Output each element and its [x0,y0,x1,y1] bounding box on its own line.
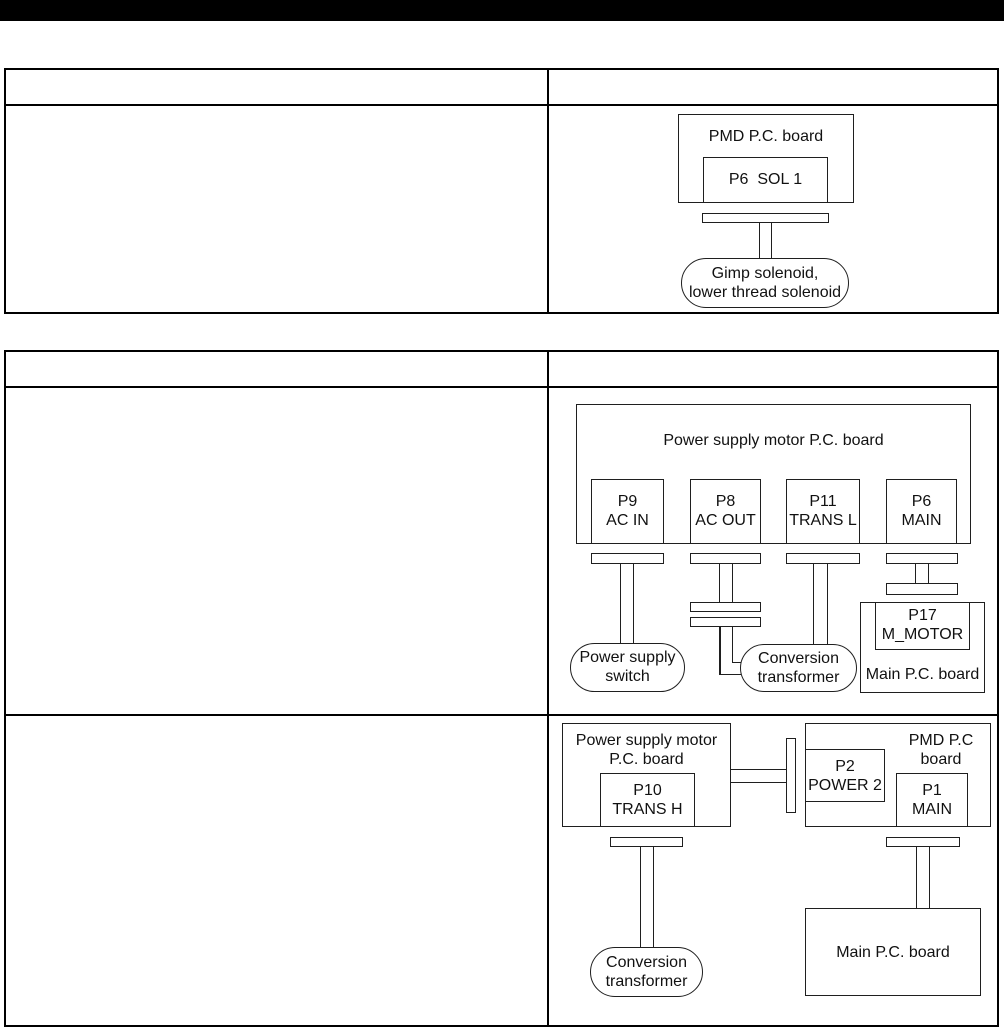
connector-p11-label: P11 TRANS L [789,493,857,529]
pmd-board-label: PMD P.C. board [708,128,824,145]
transformer-node [740,644,857,692]
connector-bar [886,553,958,564]
section2-header-divider [4,386,999,388]
connector-bar [610,837,683,847]
pmd-board-label: PMD P.C board [908,732,974,768]
connector-bar [591,553,664,564]
cable-line [915,563,929,584]
connector-bar [690,553,761,564]
connector-p10-box [600,773,695,827]
connector-p6-label: P6 MAIN [901,493,942,529]
section1-table [4,68,999,314]
section1-column-divider [547,68,549,314]
section1-header-divider [4,104,999,106]
connector-p17-box [875,602,970,650]
inline-connector-bar [690,602,761,612]
main-board-label: Main P.C. board [865,666,980,683]
transformer-label: Conversion transformer [605,954,688,990]
connector-p6-sol1-box [703,157,828,203]
cable-line [731,661,746,663]
connector-p8-label: P8 AC OUT [695,493,756,529]
main-board-label: Main P.C. board [836,944,950,961]
connector-p6-box [886,479,957,544]
connector-bar [886,583,958,595]
connector-bar [702,213,829,223]
power-supply-motor-board-label: Power supply motor P.C. board [575,732,718,768]
cable-line [813,563,828,645]
cable-line [759,222,772,259]
connector-p8-box [690,479,761,544]
cable-line [729,769,787,783]
solenoid-node [681,258,849,308]
cable-line [719,563,733,603]
solenoid-label: Gimp solenoid, lower thread solenoid [688,265,842,301]
connector-p2-label: P2 POWER 2 [808,758,882,794]
connector-p2-box [805,749,885,802]
cable-line [719,626,721,675]
cable-line [640,846,654,948]
connector-p1-box [896,773,968,827]
cable-line [731,626,733,663]
power-switch-label: Power supply switch [579,649,676,685]
connector-p17-label: P17 M_MOTOR [881,607,964,643]
section2-column-divider [547,350,549,1027]
connector-p1-label: P1 MAIN [912,782,952,818]
cable-line [719,673,746,675]
connector-p10-label: P10 TRANS H [612,782,683,818]
power-switch-node [570,643,685,692]
inline-connector-bar [690,617,761,627]
connector-p11-box [786,479,860,544]
section2-table [4,350,999,1027]
page-top-banner [0,0,1004,21]
cable-line [916,846,930,909]
connector-p9-box [591,479,664,544]
vertical-connector-bar [786,738,796,813]
connector-bar [786,553,860,564]
cable-line [620,563,634,644]
connector-bar [886,837,960,847]
section2-row-divider [4,714,999,716]
transformer-node [590,947,703,997]
transformer-label: Conversion transformer [757,650,840,686]
power-supply-motor-board-label: Power supply motor P.C. board [663,432,884,449]
connector-p6-sol1-label: P6 SOL 1 [728,171,803,188]
connector-p9-label: P9 AC IN [606,493,649,529]
main-board-box [805,908,981,996]
